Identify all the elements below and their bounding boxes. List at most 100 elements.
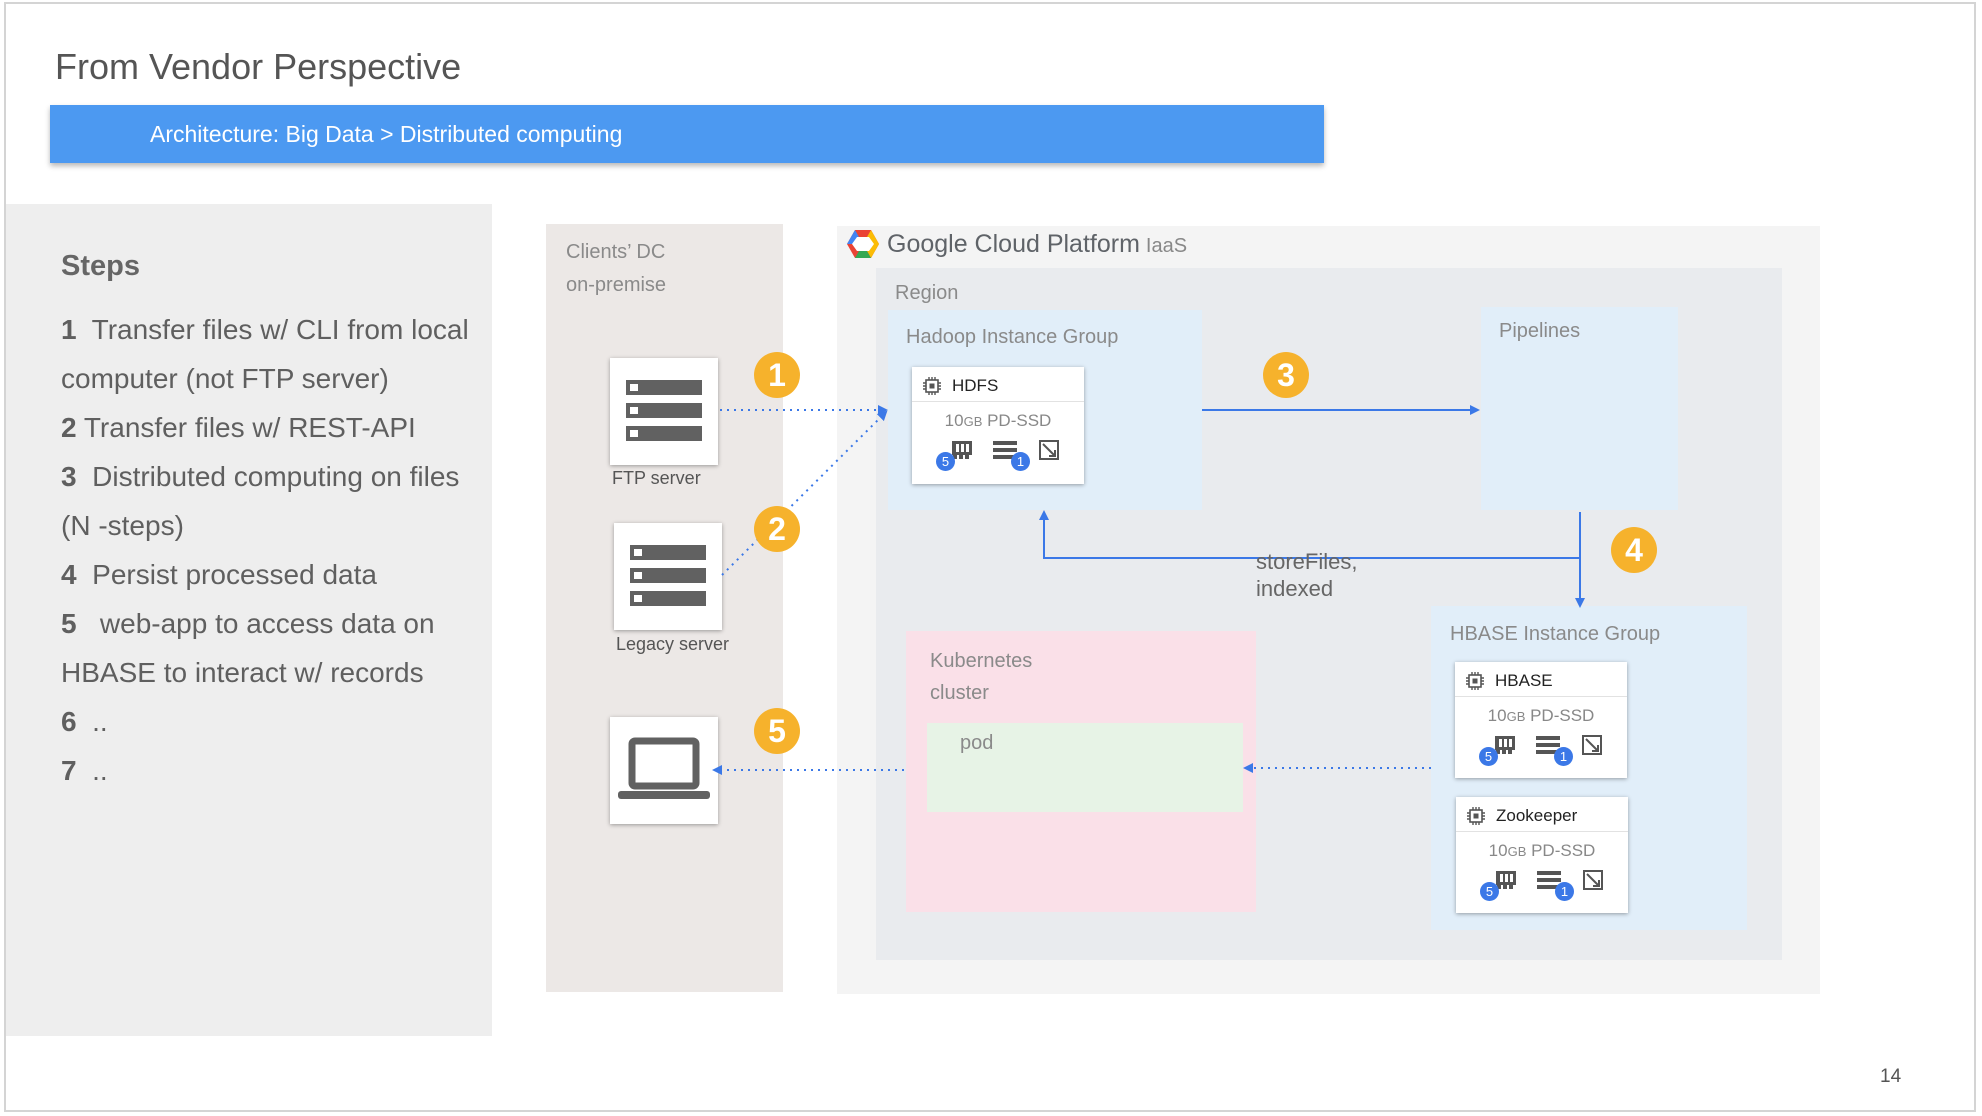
pod-label: pod	[960, 732, 994, 754]
step-text: Transfer files w/ REST-API	[76, 412, 416, 443]
banner-text: Architecture: Big Data > Distributed com…	[150, 121, 623, 147]
laptop-icon	[618, 737, 710, 799]
step-marker-5: 5	[754, 708, 800, 754]
memory-icon	[1496, 871, 1516, 889]
step-text: web-app to access data on HBASE to inter…	[61, 608, 443, 688]
memory-count-badge: 5	[1479, 747, 1498, 766]
gcp-suffix: IaaS	[1145, 235, 1188, 257]
chip-icon	[923, 377, 941, 395]
steps-panel: Steps 1 Transfer files w/ CLI from local…	[6, 204, 492, 1036]
disk-size: 10	[1488, 841, 1508, 860]
steps-list: 1 Transfer files w/ CLI from local compu…	[61, 305, 481, 795]
step-number: 5	[61, 608, 77, 639]
page-number: 14	[1880, 1066, 1902, 1087]
arrow-store-to-hadoop	[1039, 510, 1580, 559]
card-header	[1455, 662, 1627, 697]
step-text: ..	[76, 706, 108, 737]
hbase-card: HBASE 10GB PD-SSD 5 1	[1455, 662, 1627, 778]
section-banner: Architecture: Big Data > Distributed com…	[50, 105, 1324, 163]
kubernetes-label-line2: cluster	[930, 682, 989, 704]
step-number: 6	[61, 706, 77, 737]
disk-unit: GB	[1507, 844, 1527, 859]
card-disk: 10GB PD-SSD	[912, 411, 1084, 431]
step-marker-4: 4	[1611, 527, 1657, 573]
step-item: 7 ..	[61, 746, 481, 795]
step-number: 4	[61, 559, 77, 590]
store-files-line2: indexed	[1256, 576, 1334, 601]
zookeeper-card: Zookeeper 10GB PD-SSD 5 1	[1456, 797, 1628, 913]
arrow-legacy-to-hdfs	[721, 410, 888, 576]
storage-count-badge: 1	[1554, 747, 1573, 766]
page-title: From Vendor Perspective	[55, 46, 462, 87]
step-item: 2 Transfer files w/ REST-API	[61, 403, 481, 452]
gcp-logo-icon	[847, 230, 879, 258]
card-disk: 10GB PD-SSD	[1456, 841, 1628, 861]
memory-icon	[952, 441, 972, 459]
hadoop-group-label: Hadoop Instance Group	[906, 326, 1119, 348]
memory-count-badge: 5	[1480, 882, 1499, 901]
hdfs-card: HDFS 10GB PD-SSD 5 1	[912, 367, 1084, 484]
ftp-server	[610, 358, 718, 465]
card-name: HDFS	[952, 376, 999, 395]
store-files-line1: storeFiles,	[1256, 549, 1358, 574]
step-number: 7	[61, 755, 77, 786]
disk-unit: GB	[963, 414, 983, 429]
kubernetes-label: Kubernetes cluster	[930, 645, 1032, 709]
kubernetes-label-line1: Kubernetes	[930, 650, 1033, 672]
disk-type: PD-SSD	[1526, 841, 1596, 860]
clients-dc-label: Clients’ DC on-premise	[566, 236, 666, 302]
storage-icon	[993, 441, 1017, 459]
step-marker-2: 2	[754, 506, 800, 552]
card-header	[1456, 797, 1628, 832]
step-number: 3	[61, 461, 77, 492]
autoscale-icon	[1582, 735, 1602, 755]
server-icon	[626, 380, 702, 441]
legacy-server	[614, 523, 722, 630]
autoscale-icon	[1039, 440, 1059, 460]
ftp-server-label: FTP server	[612, 468, 701, 488]
server-icon	[630, 545, 706, 606]
chip-icon	[1467, 807, 1485, 825]
step-text: Distributed computing on files (N -steps…	[61, 461, 468, 541]
step-marker-1: 1	[754, 352, 800, 398]
card-name: Zookeeper	[1496, 806, 1578, 825]
storage-count-badge: 1	[1555, 882, 1574, 901]
memory-icon	[1495, 736, 1515, 754]
step-marker-3: 3	[1263, 352, 1309, 398]
disk-type: PD-SSD	[1525, 706, 1595, 725]
step-number: 1	[61, 314, 77, 345]
client-laptop	[610, 717, 718, 824]
step-item: 6 ..	[61, 697, 481, 746]
pipelines-group	[1481, 307, 1678, 510]
steps-heading: Steps	[61, 250, 140, 282]
clients-dc-line1: Clients’ DC	[566, 241, 666, 263]
step-item: 5 web-app to access data on HBASE to int…	[61, 599, 481, 697]
clients-dc-line2: on-premise	[566, 274, 667, 296]
hbase-group-label: HBASE Instance Group	[1450, 623, 1661, 645]
step-text: Transfer files w/ CLI from local compute…	[61, 314, 477, 394]
autoscale-icon	[1583, 870, 1603, 890]
step-number: 2	[61, 412, 77, 443]
card-name: HBASE	[1495, 671, 1553, 690]
disk-unit: GB	[1506, 709, 1526, 724]
slide-frame	[4, 2, 1976, 1112]
step-item: 4 Persist processed data	[61, 550, 481, 599]
step-item: 1 Transfer files w/ CLI from local compu…	[61, 305, 481, 403]
card-disk: 10GB PD-SSD	[1455, 706, 1627, 726]
region-label: Region	[895, 282, 959, 304]
disk-size: 10	[944, 411, 964, 430]
gcp-name: Google Cloud Platform	[887, 230, 1140, 258]
step-text: ..	[76, 755, 108, 786]
storage-count-badge: 1	[1011, 452, 1030, 471]
card-header	[912, 367, 1084, 402]
disk-size: 10	[1487, 706, 1507, 725]
step-text: Persist processed data	[76, 559, 377, 590]
chip-icon	[1466, 672, 1484, 690]
store-files-label: storeFiles, indexed	[1256, 548, 1357, 602]
step-item: 3 Distributed computing on files (N -ste…	[61, 452, 481, 550]
pipelines-label: Pipelines	[1499, 320, 1581, 342]
memory-count-badge: 5	[936, 452, 955, 471]
storage-icon	[1537, 871, 1561, 889]
